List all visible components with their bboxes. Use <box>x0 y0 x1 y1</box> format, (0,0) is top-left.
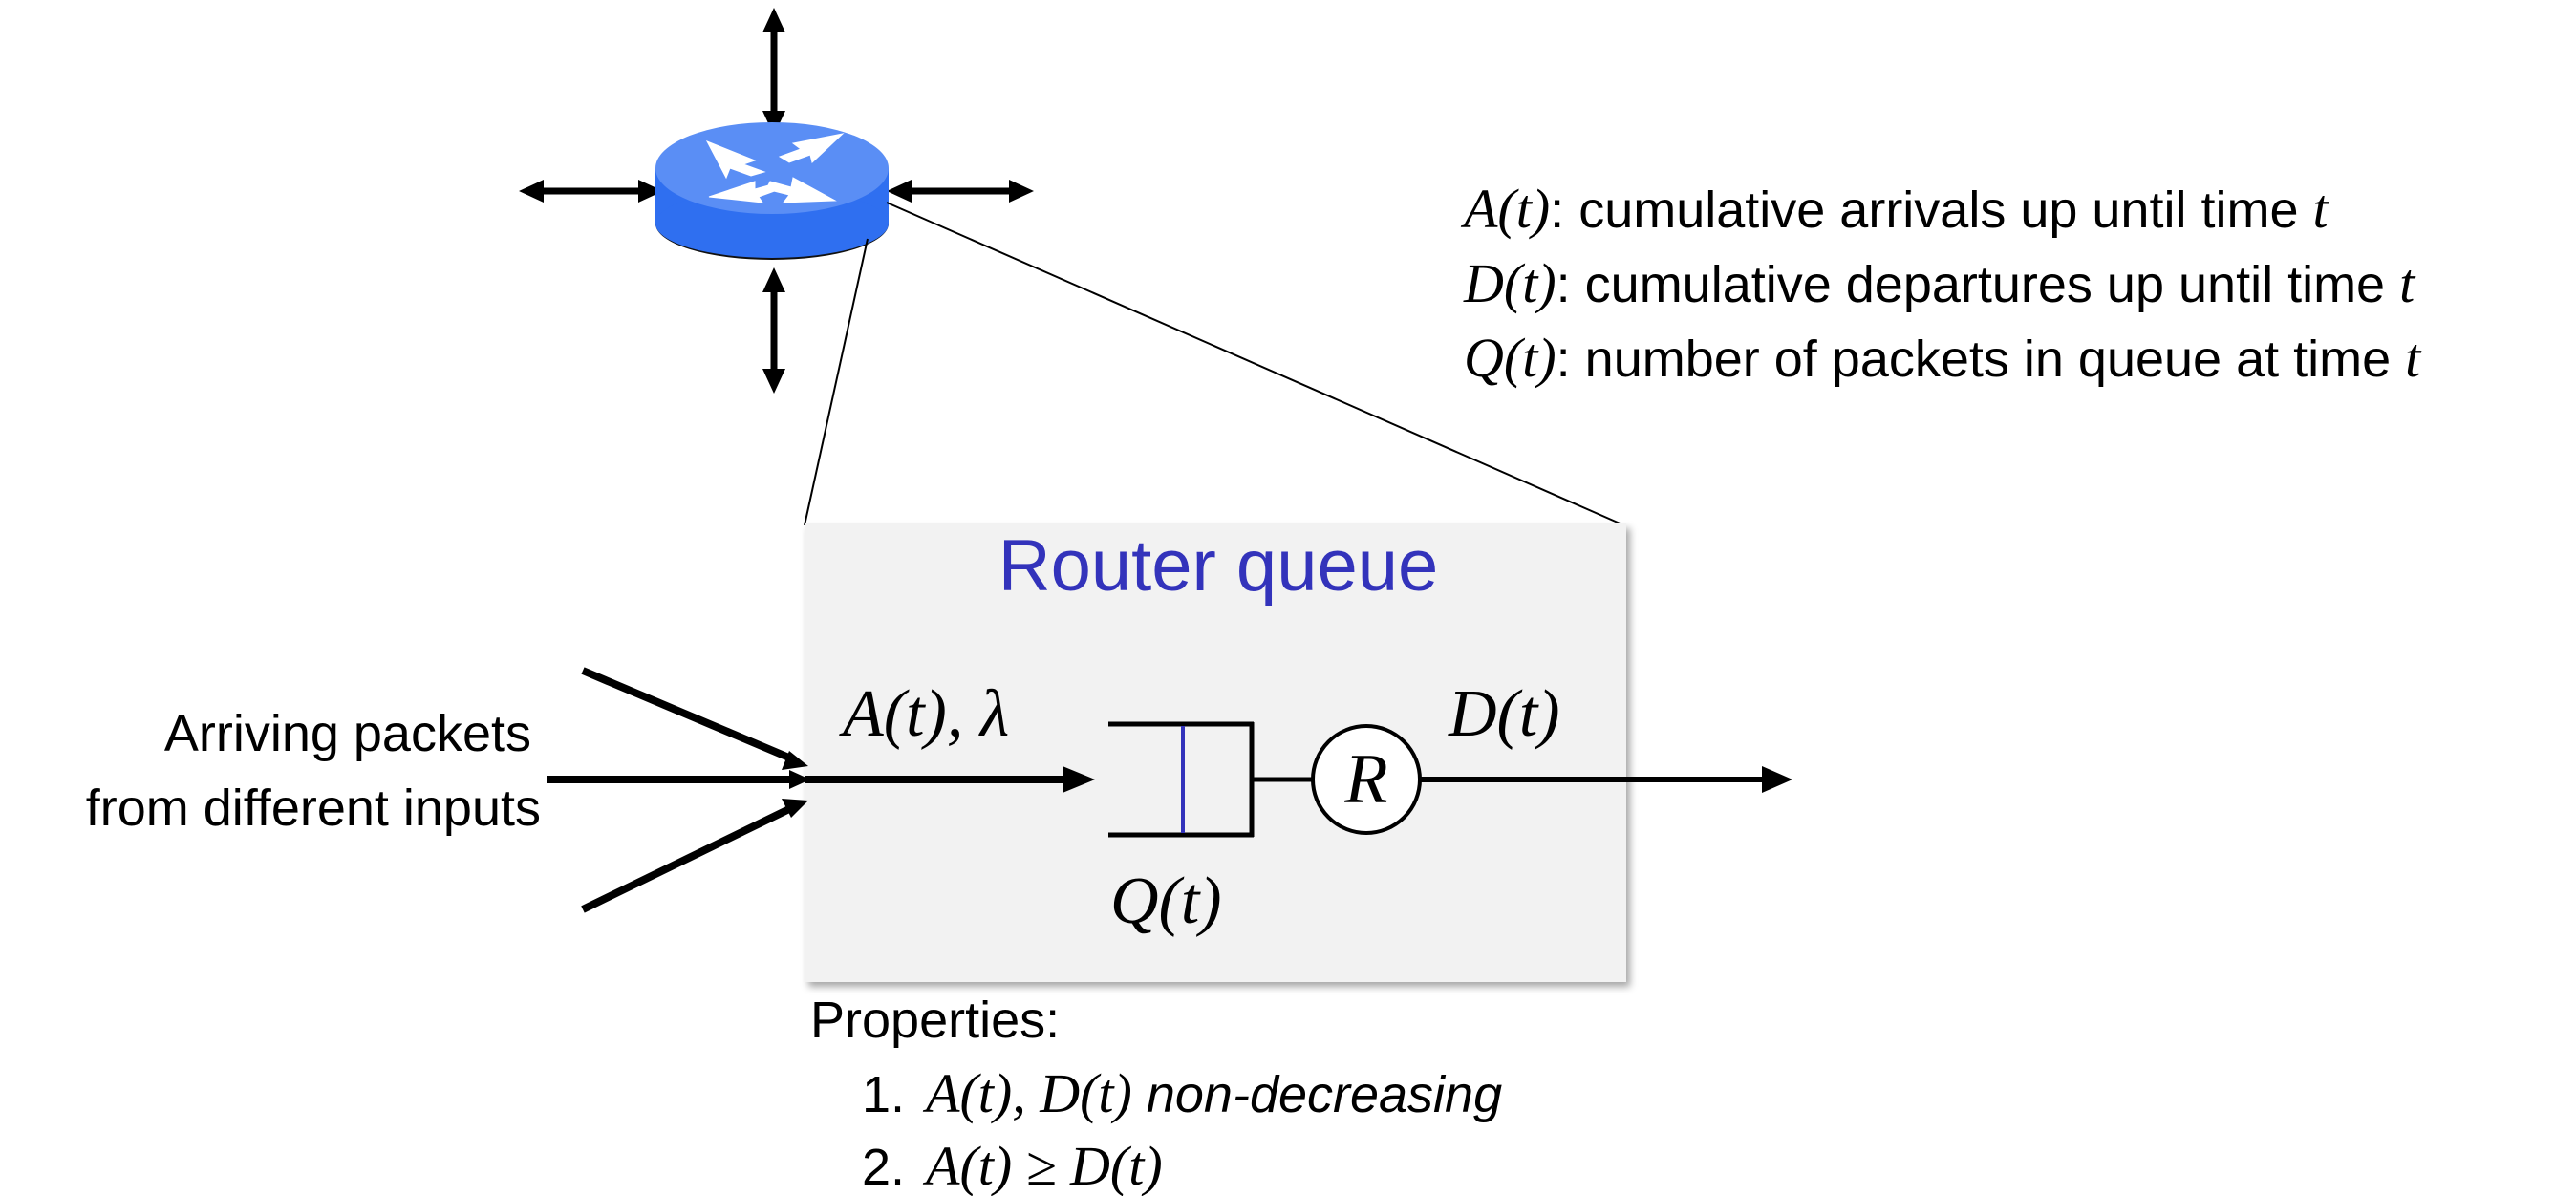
properties-heading: Properties: <box>810 992 1060 1049</box>
router-icon <box>519 8 1034 394</box>
properties: Properties: 1.A(t), D(t) non-decreasing … <box>810 992 1502 1196</box>
zoom-line-left <box>804 238 869 526</box>
definitions: A(t): cumulative arrivals up until time … <box>1460 178 2422 389</box>
router-queue-box <box>805 523 1626 982</box>
queue-label: Q(t) <box>1110 865 1222 938</box>
input-arrows <box>547 667 810 913</box>
definition-a: A(t): cumulative arrivals up until time … <box>1460 178 2329 240</box>
departure-label: D(t) <box>1448 677 1560 751</box>
zoom-line-right <box>886 202 1625 526</box>
arrival-label: A(t), λ <box>839 677 1009 751</box>
inputs-label-line2: from different inputs <box>86 780 541 837</box>
property-2: 2.A(t) ≥ D(t) <box>862 1135 1163 1196</box>
property-1: 1.A(t), D(t) non-decreasing <box>862 1062 1502 1124</box>
definition-d: D(t): cumulative departures up until tim… <box>1463 252 2416 314</box>
server-label: R <box>1343 740 1387 819</box>
definition-q: Q(t): number of packets in queue at time… <box>1464 327 2422 389</box>
router-queue-title: Router queue <box>998 525 1439 607</box>
inputs-label-line1: Arriving packets <box>164 705 531 762</box>
